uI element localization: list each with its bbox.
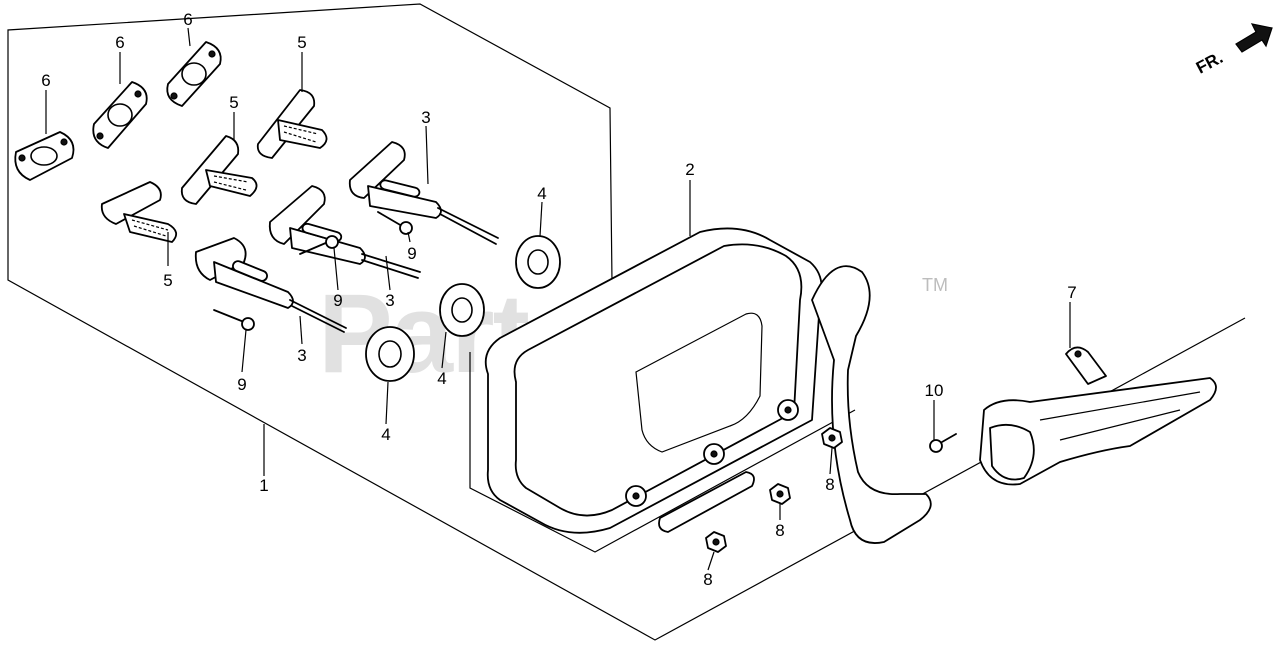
leader-lines [45,27,1071,571]
callout-1: 1 [259,476,268,495]
callout-9-middle: 9 [333,291,342,310]
front-label: FR. [1193,48,1226,78]
callout-9-rear: 9 [407,244,416,263]
callout-6-middle: 6 [115,33,124,52]
nut-8-middle [769,483,791,505]
gasket-6-right [166,41,222,107]
nut-8-lower [705,531,727,553]
exhaust-joint-3-rear [348,141,499,245]
bolt-9-front [213,309,255,331]
callout-8-lower: 8 [703,570,712,589]
packing-ring-4-rear [515,235,561,289]
callout-8-upper: 8 [825,475,834,494]
callout-5-right: 5 [297,33,306,52]
callout-4-rear: 4 [537,184,546,203]
exhaust-joint-3-front [194,237,347,333]
callout-3-front: 3 [297,346,306,365]
packing-ring-4-front [365,326,415,382]
callout-5-left: 5 [163,271,172,290]
callout-8-middle: 8 [775,521,784,540]
packing-ring-4-middle [439,283,485,337]
exhaust-pipe-5-left [100,181,178,243]
watermark-trademark: TM [922,275,948,295]
bolt-10 [929,433,957,453]
kit-outline [7,80,1246,641]
callout-3-rear: 3 [421,108,430,127]
bolt-9-middle [299,235,339,255]
callout-6-left: 6 [41,71,50,90]
exhaust-pipe-5-middle [180,135,258,205]
exhaust-pipe-5-right [256,89,328,159]
callout-4-front: 4 [381,425,390,444]
callout-10: 10 [925,381,944,400]
front-direction-indicator: FR. [1193,23,1273,78]
callout-6-right: 6 [183,10,192,29]
gasket-6-left [14,131,75,181]
muffler-2 [484,227,932,544]
gasket-6-middle [92,81,148,149]
callout-4-middle: 4 [437,369,446,388]
callout-5-middle: 5 [229,93,238,112]
callout-9-front: 9 [237,375,246,394]
nut-8-upper [821,427,843,449]
callout-2: 2 [685,160,694,179]
exhaust-deflector-7 [979,346,1217,486]
callout-7: 7 [1067,283,1076,302]
callout-3-middle: 3 [385,291,394,310]
muffler-outline [469,352,856,553]
bolt-9-rear [377,211,413,235]
